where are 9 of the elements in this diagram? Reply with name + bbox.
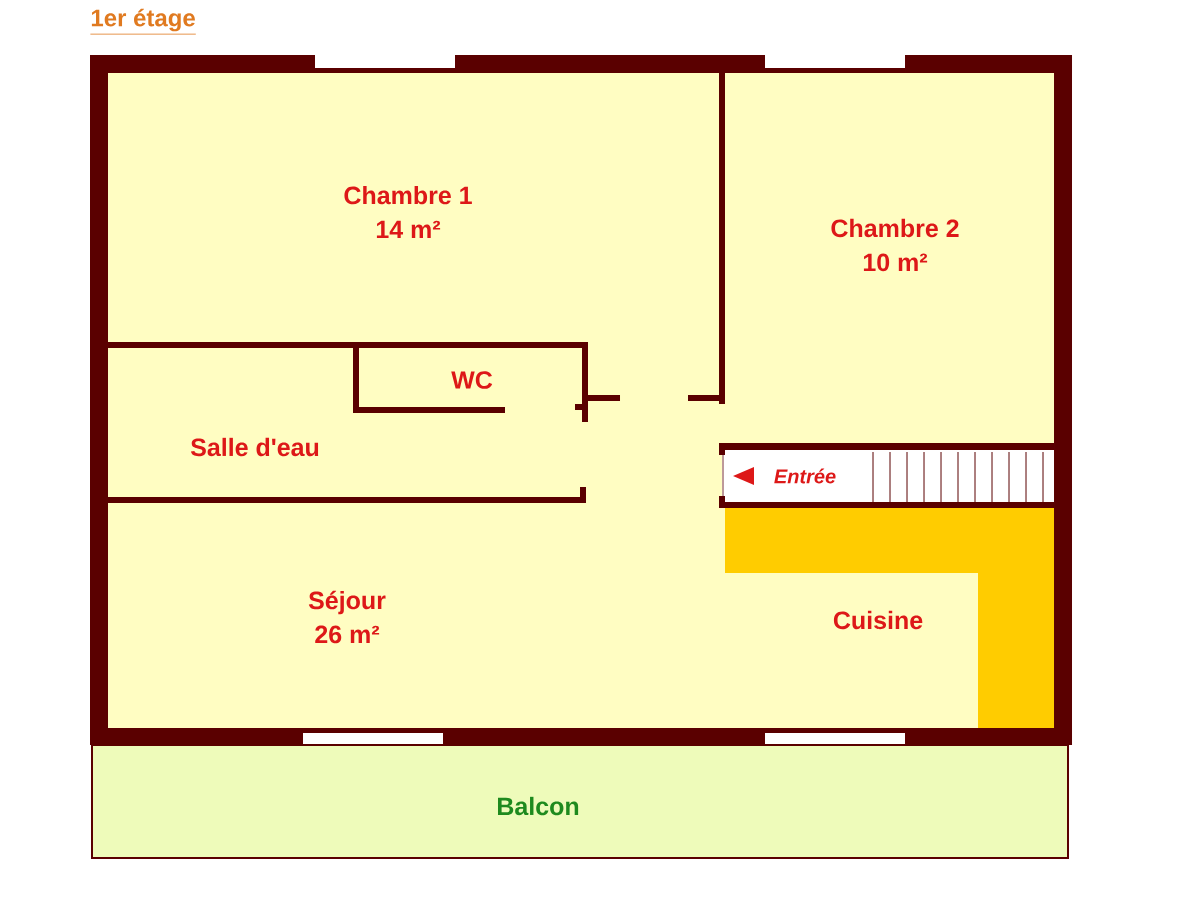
room-label: Entrée — [774, 468, 836, 484]
room-label: Chambre 2 10 m² — [831, 218, 959, 272]
title: 1er étage — [90, 8, 197, 35]
room-label: Séjour 26 m² — [308, 590, 386, 644]
room-label: WC — [451, 371, 493, 389]
room-label: Balcon — [498, 796, 579, 816]
room-label: Cuisine — [833, 610, 923, 630]
room-label: Chambre 1 14 m² — [344, 185, 472, 239]
room-label: Salle d'eau — [190, 437, 319, 457]
